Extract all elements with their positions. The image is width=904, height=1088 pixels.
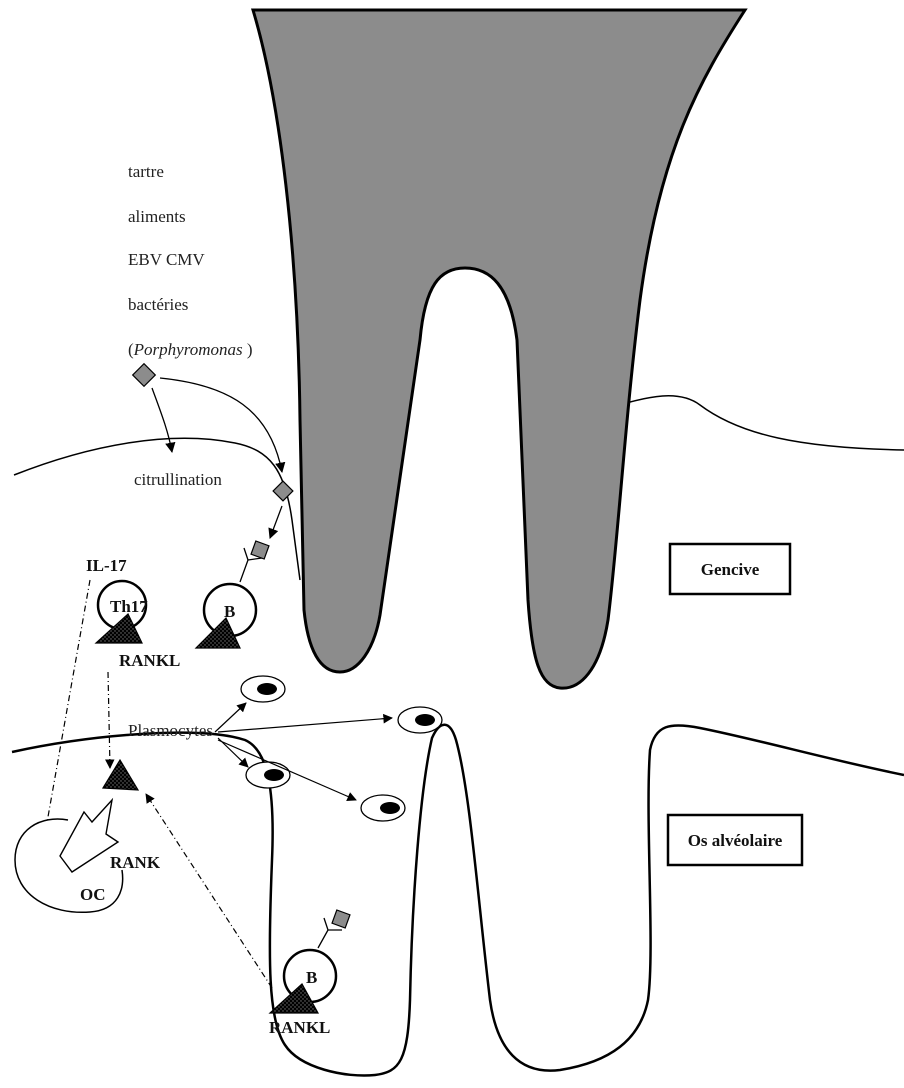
source-aliments: aliments bbox=[128, 207, 186, 226]
receptor-antigen-top bbox=[251, 541, 269, 559]
antigen-diamond bbox=[133, 364, 156, 387]
label-rank: RANK bbox=[110, 853, 161, 872]
label-rankl-top: RANKL bbox=[119, 651, 180, 670]
label-th17: Th17 bbox=[110, 597, 148, 616]
label-il17: IL-17 bbox=[86, 556, 127, 575]
label-b-top: B bbox=[224, 602, 235, 621]
arrow-antigen-to-receptor bbox=[270, 506, 282, 538]
receptor-antigen-bottom bbox=[332, 910, 350, 928]
plasmocyte-cell bbox=[398, 707, 442, 733]
label-b-bottom: B bbox=[306, 968, 317, 987]
label-citrullination: citrullination bbox=[134, 470, 222, 489]
rankl-triangle bbox=[103, 760, 138, 790]
th17-to-rank-arrow bbox=[108, 672, 110, 768]
plasmocyte-cell bbox=[246, 762, 290, 788]
plasmocyte-arrow bbox=[218, 740, 356, 800]
gum-line-right bbox=[610, 396, 904, 450]
label-plasmocytes: Plasmocytes bbox=[128, 721, 213, 740]
gencive-box: Gencive bbox=[670, 544, 790, 594]
plasmocyte-cell bbox=[241, 676, 285, 702]
plasmocyte-arrow bbox=[218, 718, 392, 732]
plasmocyte-arrow bbox=[215, 703, 246, 732]
alveolar-bone-outline bbox=[12, 725, 904, 1076]
source-tartre: tartre bbox=[128, 162, 164, 181]
source-bacteries: bactéries bbox=[128, 295, 188, 314]
porphyromonas-name: Porphyromonas bbox=[133, 340, 243, 359]
label-oc: OC bbox=[80, 885, 106, 904]
os-alveolaire-box: Os alvéolaire bbox=[668, 815, 802, 865]
porphyromonas-close: ) bbox=[243, 340, 253, 359]
label-os-alveolaire: Os alvéolaire bbox=[688, 831, 783, 850]
plasmocyte-cell bbox=[361, 795, 405, 821]
source-porphyromonas: (Porphyromonas ) bbox=[128, 340, 253, 359]
label-rankl-bottom: RANKL bbox=[269, 1018, 330, 1037]
arrow-to-citrullination bbox=[152, 388, 172, 452]
source-virus: EBV CMV bbox=[128, 250, 205, 269]
b-bottom-to-rank-arrow bbox=[146, 794, 272, 988]
arrow-to-gum bbox=[160, 378, 282, 472]
citrullinated-antigen bbox=[273, 481, 293, 501]
label-gencive: Gencive bbox=[701, 560, 760, 579]
